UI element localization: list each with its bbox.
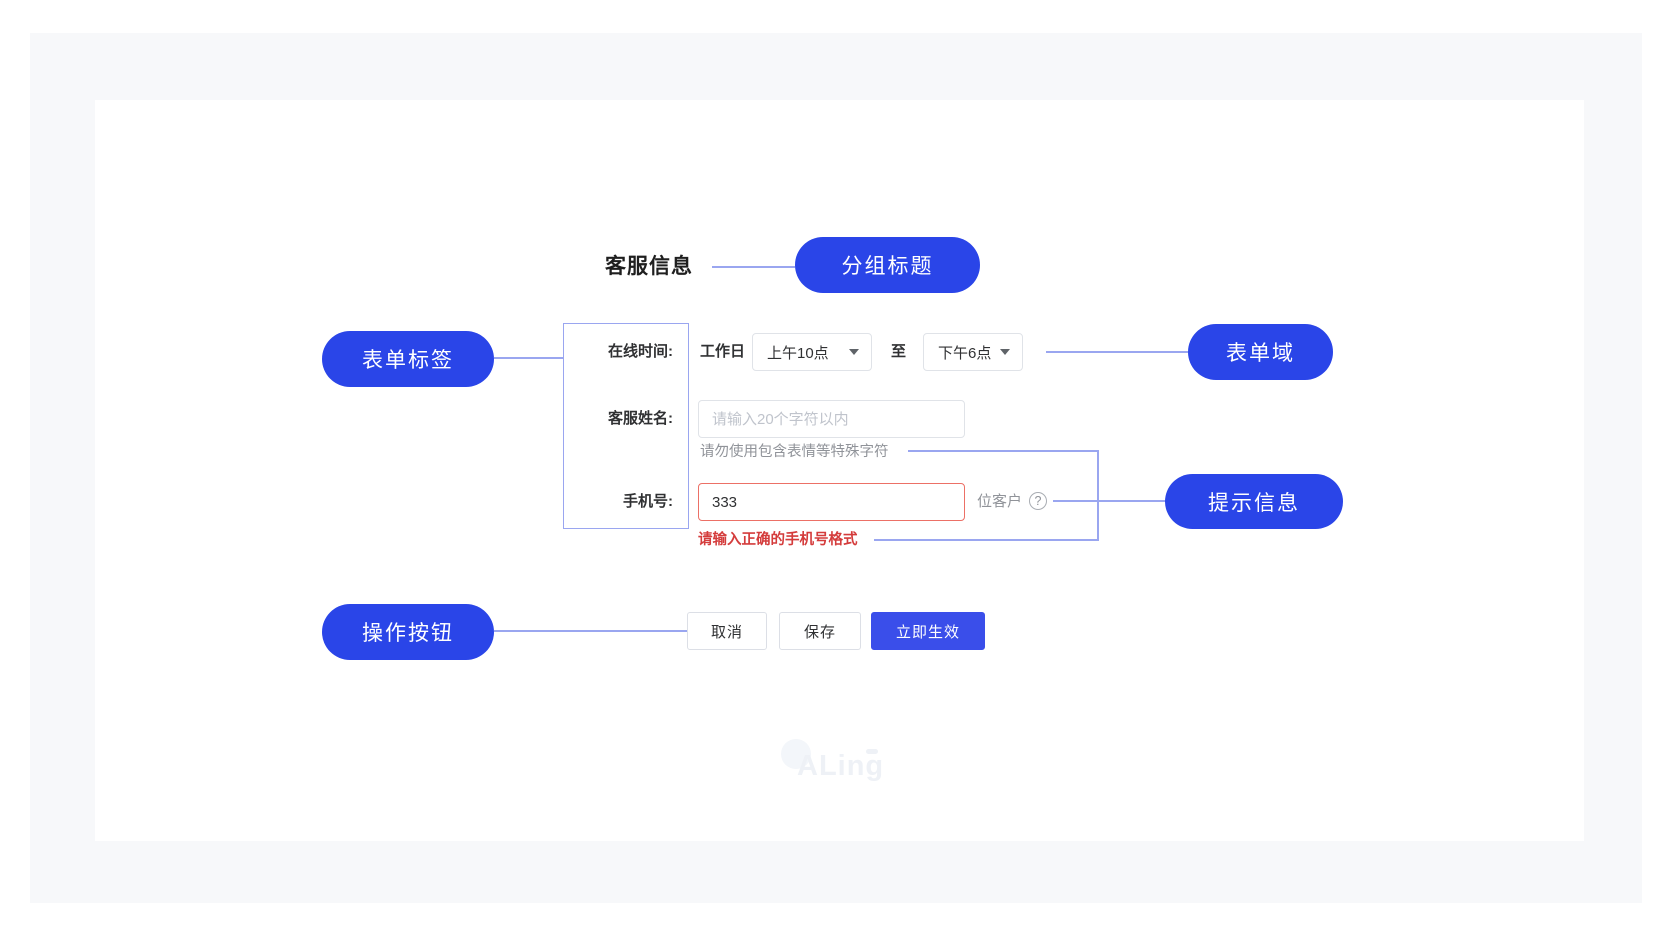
- chevron-down-icon: [849, 349, 859, 355]
- phone-label: 手机号:: [623, 493, 673, 510]
- phone-input[interactable]: [698, 483, 965, 521]
- end-time-select[interactable]: 下午6点: [923, 333, 1023, 371]
- connector-bracket-vertical: [1097, 450, 1099, 541]
- save-button[interactable]: 保存: [779, 612, 861, 650]
- connector-line-actions: [494, 630, 687, 632]
- content-card: [95, 100, 1584, 841]
- callout-hint-info: 提示信息: [1165, 474, 1343, 529]
- chevron-down-icon: [1000, 349, 1010, 355]
- end-time-select-value: 下午6点: [938, 344, 992, 362]
- phone-error-message: 请输入正确的手机号格式: [698, 532, 858, 548]
- callout-form-label: 表单标签: [322, 331, 494, 387]
- connector-line-hint-top: [908, 450, 1098, 452]
- service-name-hint: 请勿使用包含表情等特殊字符: [700, 444, 889, 460]
- start-time-select-value: 上午10点: [767, 344, 829, 362]
- to-text: 至: [891, 343, 907, 360]
- callout-form-field: 表单域: [1188, 324, 1333, 380]
- service-name-input[interactable]: [698, 400, 965, 438]
- connector-line-form-field: [1046, 351, 1188, 353]
- connector-line-form-label: [494, 357, 563, 359]
- help-question-icon[interactable]: ?: [1029, 492, 1047, 510]
- watermark-logo: ALing: [797, 750, 885, 782]
- start-time-select[interactable]: 上午10点: [752, 333, 872, 371]
- watermark-trademark: [866, 749, 878, 754]
- callout-group-title: 分组标题: [795, 237, 980, 293]
- service-name-label: 客服姓名:: [608, 410, 673, 427]
- watermark-circle: [781, 739, 811, 769]
- form-group-title: 客服信息: [605, 255, 693, 278]
- connector-line-hint-middle: [1053, 500, 1165, 502]
- connector-line-hint-bottom: [874, 539, 1098, 541]
- phone-suffix-text: 位客户: [977, 493, 1023, 510]
- cancel-button[interactable]: 取消: [687, 612, 767, 650]
- connector-line-group-title: [712, 266, 795, 268]
- workday-text: 工作日: [700, 343, 746, 360]
- submit-button[interactable]: 立即生效: [871, 612, 985, 650]
- online-time-label: 在线时间:: [608, 343, 673, 360]
- form-label-column-box: [563, 323, 689, 529]
- callout-action-buttons: 操作按钮: [322, 604, 494, 660]
